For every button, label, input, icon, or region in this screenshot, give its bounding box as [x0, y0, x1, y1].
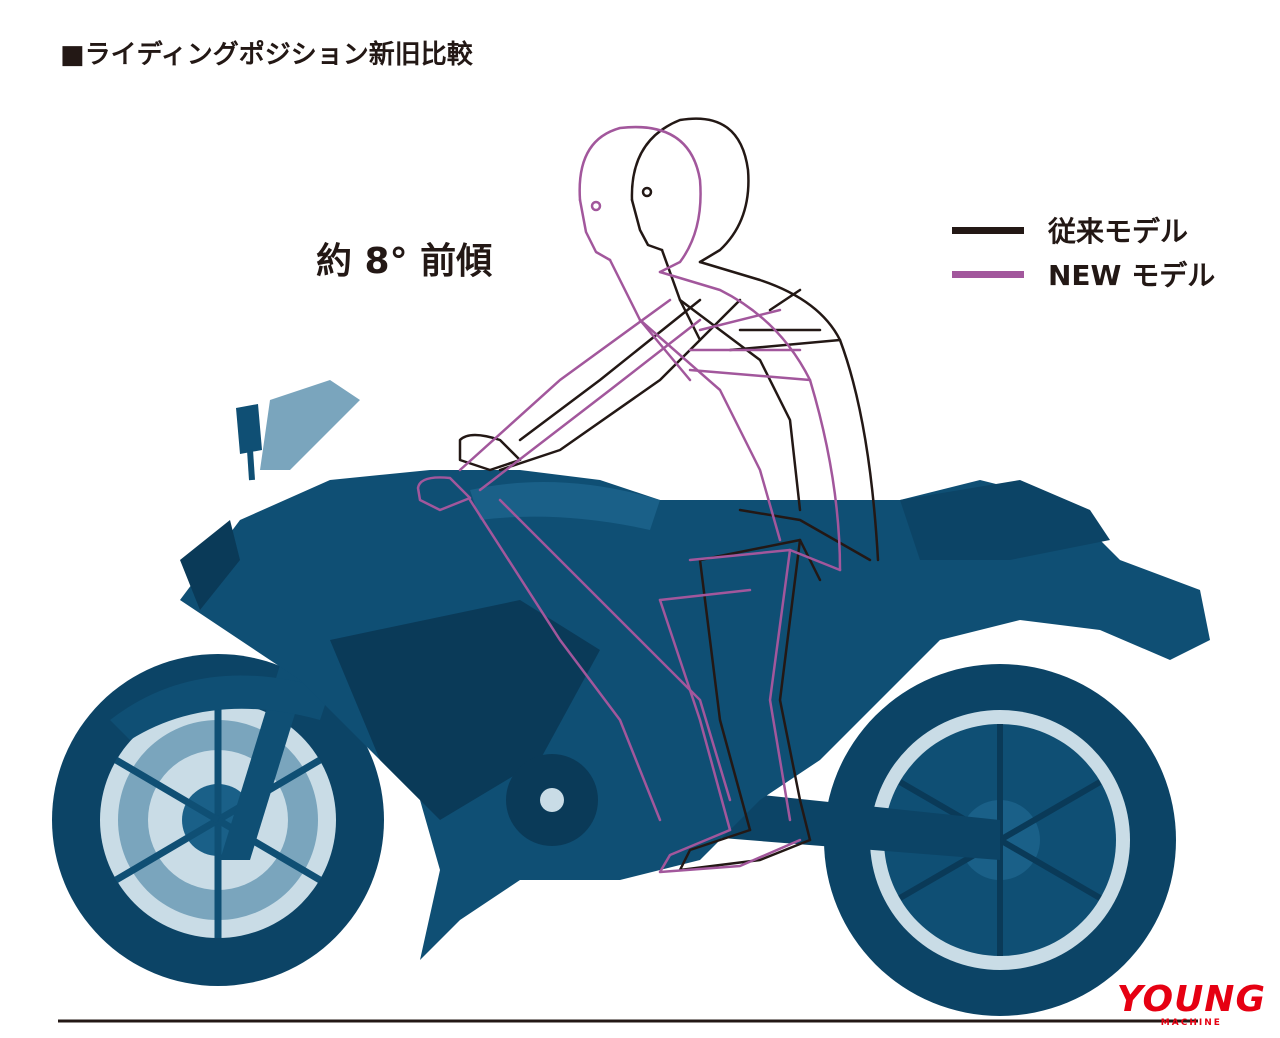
legend-swatch-old — [952, 226, 1024, 234]
motorcycle — [52, 380, 1210, 1016]
legend-label-old: 従来モデル — [1048, 215, 1189, 248]
front-wheel — [52, 654, 384, 986]
legend-swatch-new — [952, 270, 1024, 278]
diagram-title: ■ライディングポジション新旧比較 — [60, 40, 473, 70]
lean-angle-label: 約 8° 前傾 — [316, 241, 493, 282]
logo-sub-text: MACHINE — [1160, 1018, 1222, 1028]
old-model-rider — [458, 117, 880, 872]
legend-item-old-model: 従来モデル — [952, 208, 1215, 252]
new-model-rider — [416, 125, 842, 874]
legend-item-new-model: NEW モデル — [952, 252, 1215, 296]
legend: 従来モデル NEW モデル — [952, 208, 1215, 296]
legend-label-new: NEW モデル — [1048, 259, 1216, 292]
logo-main-text: YOUNG — [1116, 979, 1266, 1020]
young-machine-logo: YOUNG MACHINE — [1116, 979, 1266, 1029]
